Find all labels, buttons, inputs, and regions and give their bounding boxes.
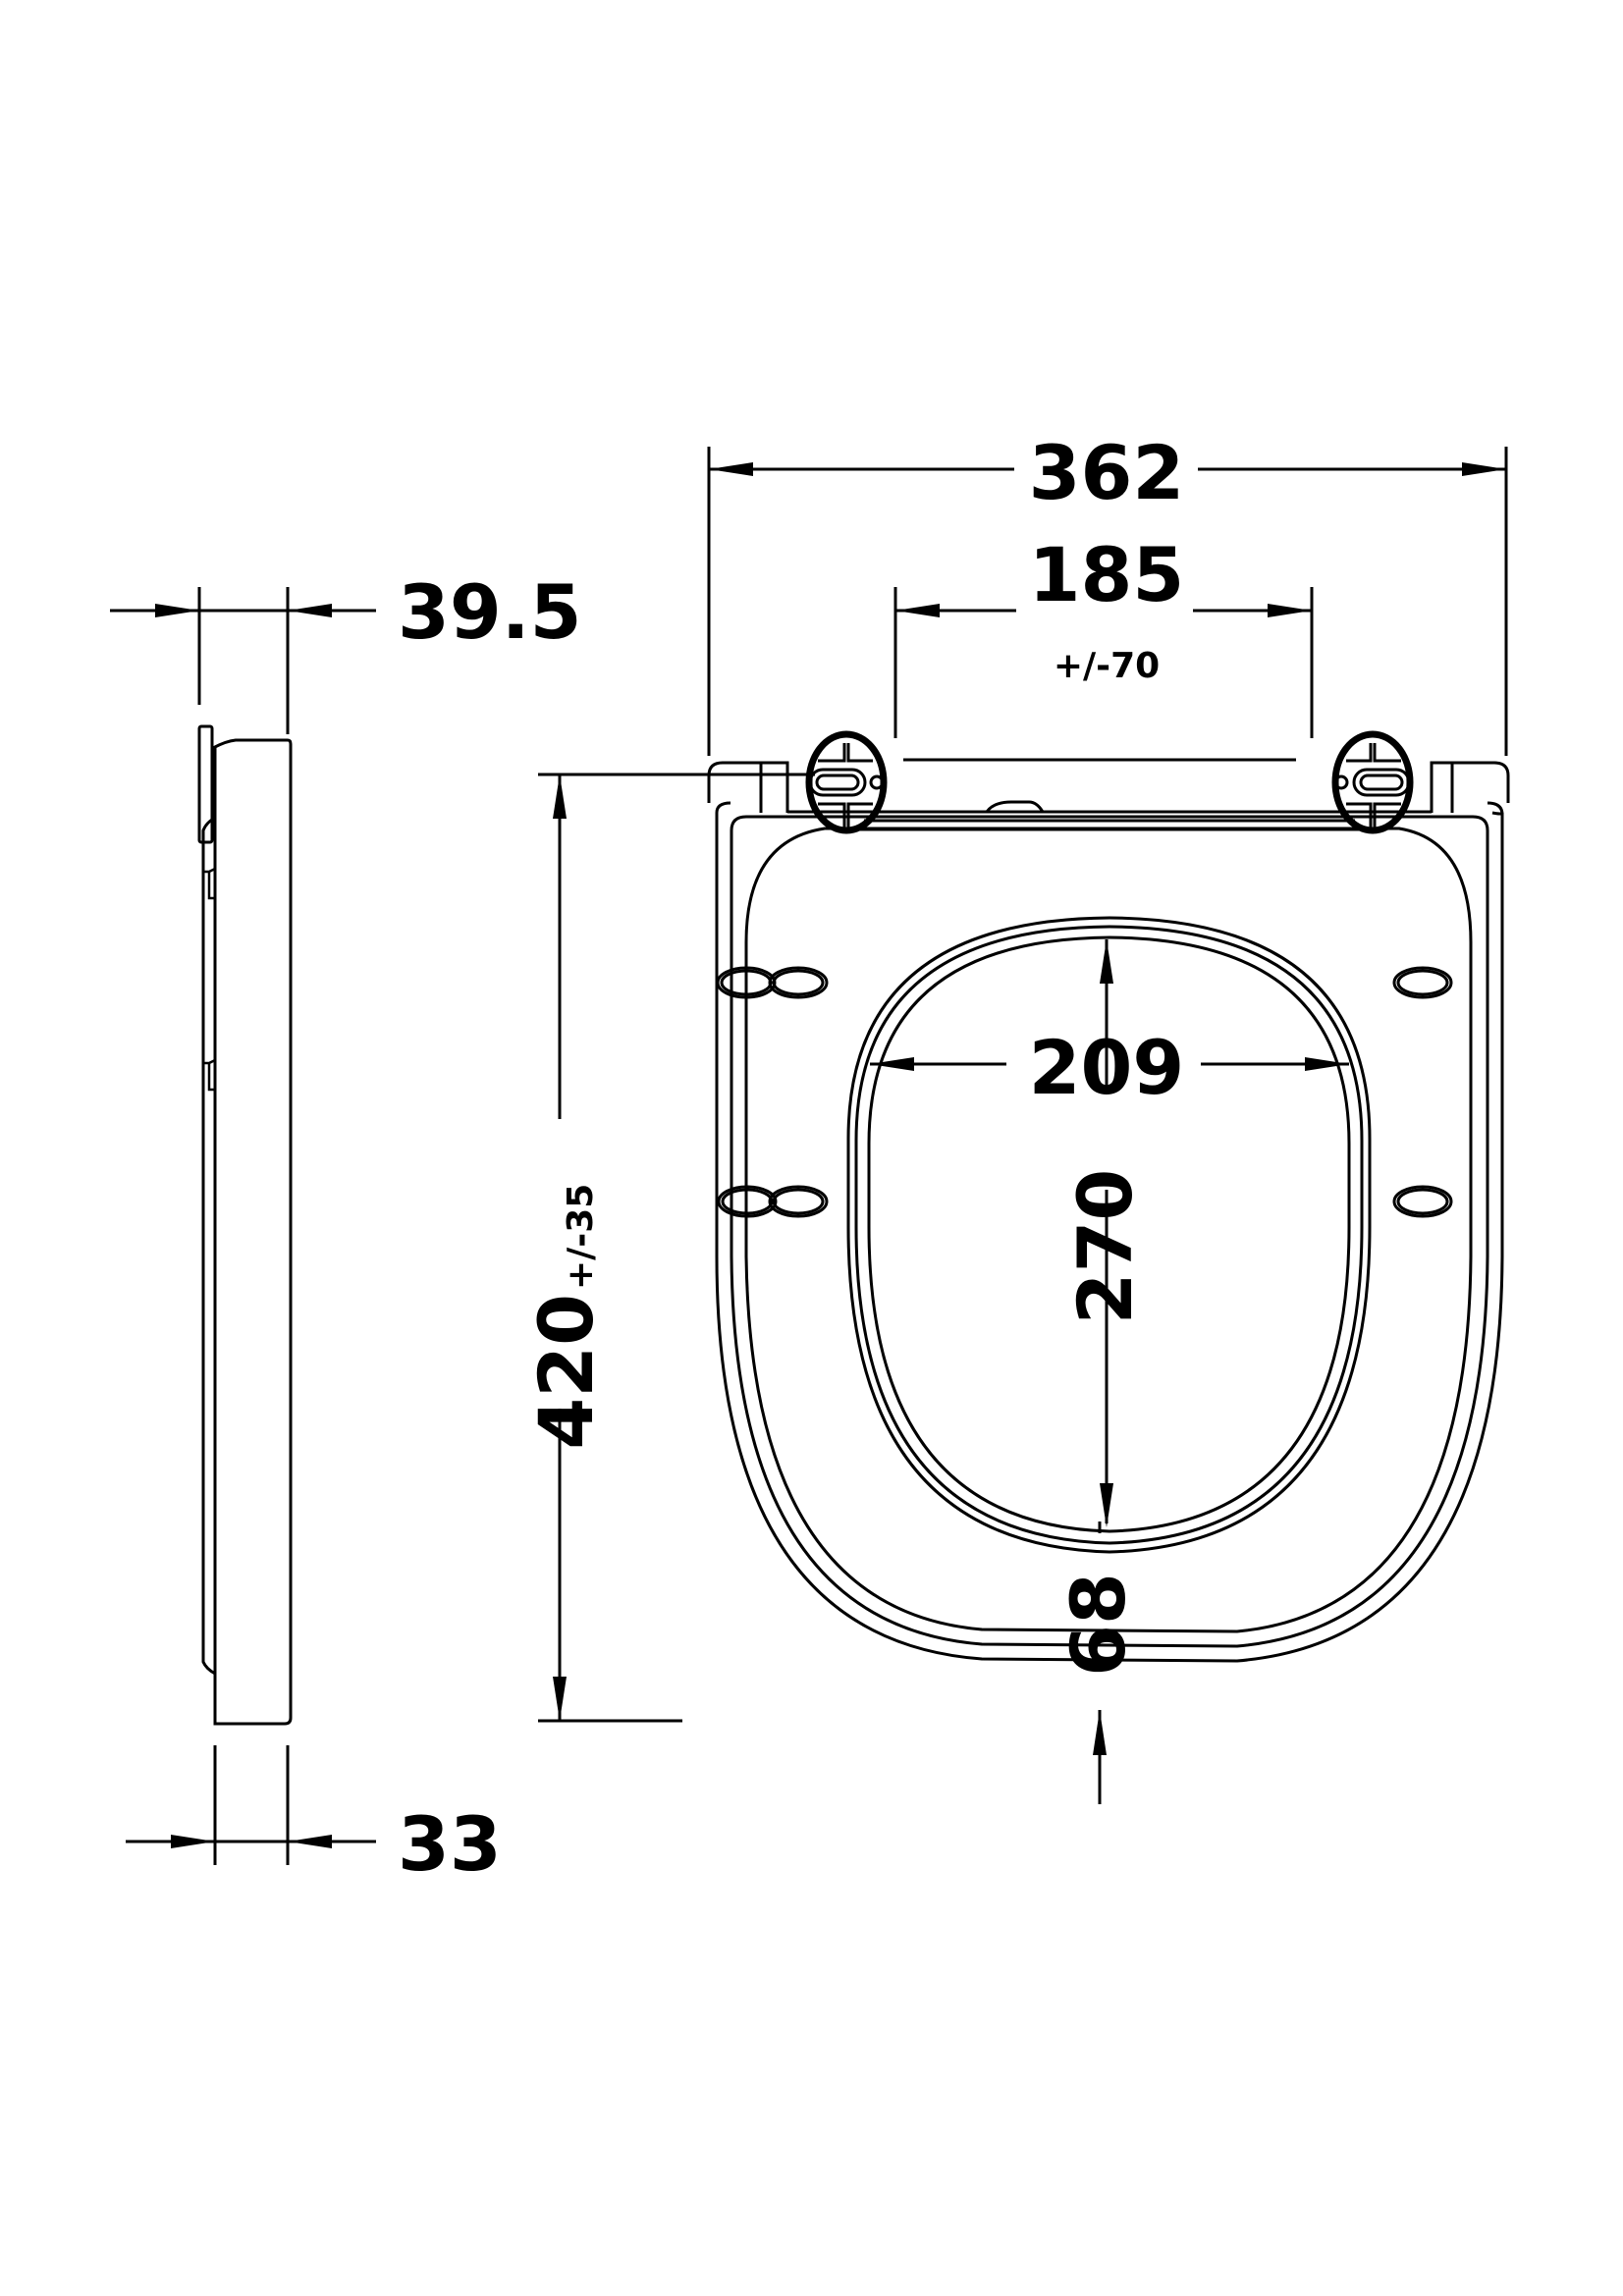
dim-label-overall-width: 362 [1029,429,1185,516]
dim-opening-width [870,1057,1349,1071]
dim-label-side-bottom: 33 [398,1800,502,1888]
hinge-left [805,730,888,834]
hinge-right [1331,730,1414,834]
top-view [707,758,1510,1663]
dim-label-side-top: 39.5 [398,568,582,656]
dim-tolerance-hinge-centers: +/-70 [1054,646,1160,686]
dim-label-front-rim: 68 [1055,1573,1142,1677]
dim-overall-length [538,773,815,1723]
side-view [110,587,376,1865]
dim-overall-width [707,447,1508,756]
dim-front-rim [1093,1522,1107,1804]
dim-hinge-centers [893,587,1314,738]
dim-label-overall-length: 420 [522,1294,610,1450]
dim-tolerance-overall-length: +/-35 [561,1184,601,1290]
dim-opening-length [1100,939,1113,1527]
dim-label-opening-length: 270 [1061,1169,1149,1325]
dim-label-hinge-centers: 185 [1029,531,1185,618]
